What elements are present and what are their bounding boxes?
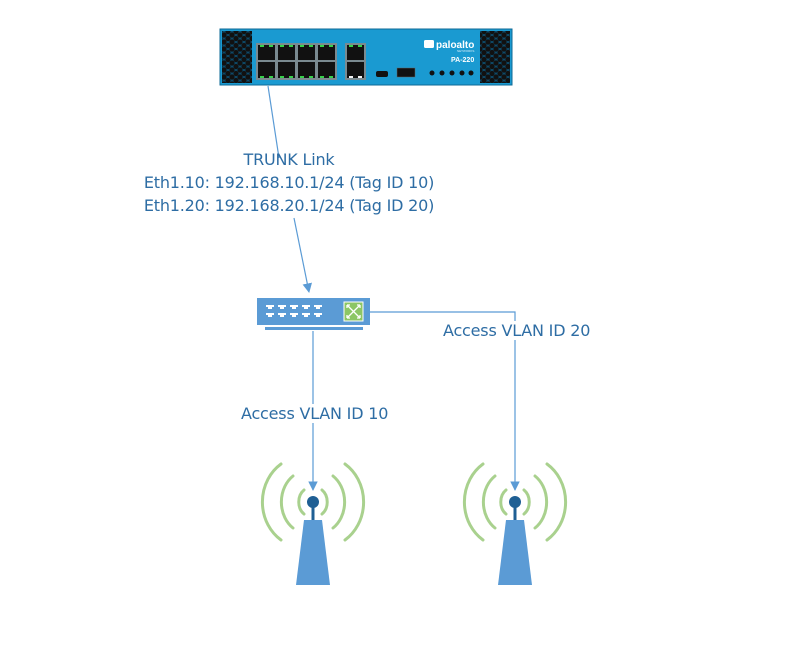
port-led: [280, 45, 284, 47]
signal-wave-icon: [545, 462, 568, 542]
port-led: [300, 45, 304, 47]
port-led: [280, 76, 284, 78]
firewall-brand-sub: NETWORKS: [457, 49, 474, 53]
signal-wave-icon: [499, 488, 508, 516]
ethernet-port: [298, 45, 315, 60]
signal-wave-icon: [320, 488, 329, 516]
port-led: [329, 45, 333, 47]
firewall-vent-left: [222, 31, 252, 83]
network-switch: [257, 298, 370, 330]
trunk-link-line-upper: [267, 85, 280, 159]
switch-port: [302, 313, 310, 317]
access-point-2: [462, 462, 568, 585]
antenna-icon: [509, 496, 521, 508]
ethernet-port: [318, 62, 335, 78]
firewall-brand: paloalto: [436, 40, 474, 51]
trunk-eth1-10-label: Eth1.10: 192.168.10.1/24 (Tag ID 10): [143, 173, 435, 192]
signal-wave-icon: [522, 488, 531, 516]
switch-port: [314, 305, 322, 309]
tower-icon: [296, 520, 330, 585]
signal-wave-icon: [260, 462, 283, 542]
signal-wave-icon: [533, 474, 549, 530]
port-led: [289, 45, 293, 47]
paloalto-logo-icon: [424, 40, 434, 48]
switch-port: [278, 313, 286, 317]
port-led: [269, 76, 273, 78]
switch-port: [278, 305, 286, 309]
antenna-icon: [307, 496, 319, 508]
signal-wave-icon: [331, 474, 347, 530]
ethernet-port: [298, 62, 315, 78]
port-led: [320, 76, 324, 78]
access-link-vlan20-line: [370, 311, 520, 491]
trunk-eth1-20-label: Eth1.20: 192.168.20.1/24 (Tag ID 20): [143, 196, 435, 215]
signal-wave-icon: [343, 462, 366, 542]
switch-port: [266, 305, 274, 309]
port-led: [320, 45, 324, 47]
port-led: [309, 76, 313, 78]
switch-base: [265, 327, 363, 330]
trunk-link-title: TRUNK Link: [243, 150, 335, 169]
ethernet-port: [278, 45, 295, 60]
signal-wave-icon: [481, 474, 497, 530]
firewall-device: paloalto NETWORKS PA-220: [219, 28, 513, 86]
switch-port: [302, 305, 310, 309]
port-led: [300, 76, 304, 78]
port-led: [260, 45, 264, 47]
ethernet-port: [258, 45, 275, 60]
port-led: [269, 45, 273, 47]
trunk-link-line-lower: [293, 217, 312, 293]
port-led: [309, 45, 313, 47]
signal-wave-icon: [297, 488, 306, 516]
firewall-model: PA-220: [451, 57, 474, 64]
ethernet-port: [278, 62, 295, 78]
signal-wave-icon: [279, 474, 295, 530]
switch-port: [266, 313, 274, 317]
ethernet-ports: [256, 43, 337, 80]
port-led: [260, 76, 264, 78]
antenna-mast: [311, 502, 315, 522]
access-point-1: [260, 462, 366, 585]
port-led: [289, 76, 293, 78]
signal-wave-icon: [462, 462, 485, 542]
access-vlan-10-label: Access VLAN ID 10: [241, 404, 389, 423]
tower-icon: [498, 520, 532, 585]
firewall-vent-right: [480, 31, 510, 83]
console-port: [376, 71, 388, 77]
switch-port: [314, 313, 322, 317]
switch-port: [290, 305, 298, 309]
switch-ports: [266, 305, 322, 317]
usb-port: [396, 67, 416, 78]
antenna-mast: [513, 502, 517, 522]
port-led: [329, 76, 333, 78]
switch-port: [290, 313, 298, 317]
status-leds: [429, 70, 474, 76]
ethernet-port: [318, 45, 335, 60]
access-vlan-20-label: Access VLAN ID 20: [443, 321, 591, 340]
ethernet-port: [258, 62, 275, 78]
